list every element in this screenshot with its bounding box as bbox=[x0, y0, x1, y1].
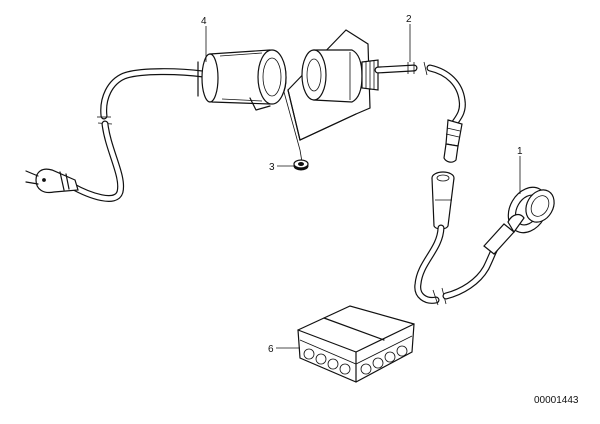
callout-part-2: 2 bbox=[406, 14, 412, 25]
plug-cable-assembly bbox=[414, 171, 555, 306]
callout-part-3: 3 bbox=[269, 162, 275, 173]
diagram-code: 00001443 bbox=[534, 395, 579, 406]
callout-part-4: 4 bbox=[201, 16, 207, 27]
connector-plug-icon bbox=[443, 119, 463, 163]
callout-leaders bbox=[205, 24, 521, 349]
socket-cylinder bbox=[197, 49, 287, 111]
cable-with-plug-assembly bbox=[25, 68, 207, 202]
extension-cable-right bbox=[423, 61, 466, 163]
packaging-box bbox=[297, 305, 415, 383]
cigar-plug-icon bbox=[431, 171, 455, 230]
mains-plug-icon bbox=[25, 168, 79, 194]
callout-part-1: 1 bbox=[517, 146, 523, 157]
hook-ring-icon bbox=[483, 186, 555, 255]
nut-part bbox=[293, 159, 309, 171]
callout-part-6: 6 bbox=[268, 344, 274, 355]
socket-with-cable-end bbox=[301, 49, 418, 103]
